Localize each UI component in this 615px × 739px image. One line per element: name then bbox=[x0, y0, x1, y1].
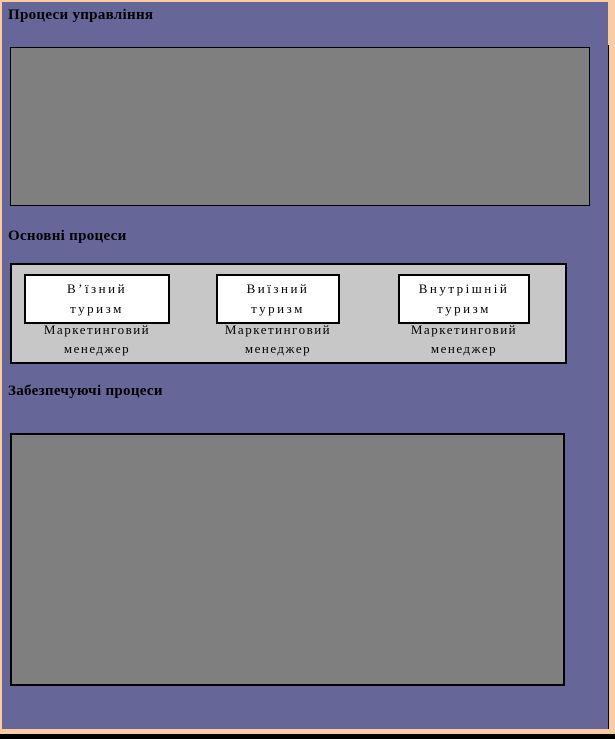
caption-line: Маркетинговий bbox=[43, 322, 151, 337]
supporting-processes-placeholder-box bbox=[10, 433, 565, 686]
section-title-main-processes: Основні процеси bbox=[8, 228, 127, 244]
caption-marketing-manager-2: Маркетинговий менеджер bbox=[216, 320, 340, 358]
card-title-line: туризм bbox=[251, 301, 305, 316]
caption-line: Маркетинговий bbox=[410, 322, 518, 337]
right-edge-line bbox=[608, 45, 609, 729]
caption-marketing-manager-3: Маркетинговий менеджер bbox=[398, 320, 530, 358]
card-outbound-tourism: Виїзний туризм bbox=[216, 274, 340, 324]
caption-line: менеджер bbox=[244, 341, 312, 356]
management-processes-placeholder-box bbox=[10, 47, 590, 206]
diagram-canvas: Процеси управління Основні процеси В’їзн… bbox=[2, 2, 608, 729]
caption-marketing-manager-1: Маркетинговий менеджер bbox=[24, 320, 170, 358]
section-title-management-processes: Процеси управління bbox=[8, 7, 154, 23]
caption-line: Маркетинговий bbox=[224, 322, 332, 337]
card-title-line: туризм bbox=[70, 301, 124, 316]
card-title-line: В’їзний bbox=[66, 281, 128, 296]
card-title-line: Виїзний bbox=[246, 281, 310, 296]
bottom-edge-bar bbox=[0, 734, 615, 739]
card-title-line: туризм bbox=[437, 301, 491, 316]
card-inbound-tourism: В’їзний туризм bbox=[24, 274, 170, 324]
card-domestic-tourism: Внутрішній туризм bbox=[398, 274, 530, 324]
card-title-line: Внутрішній bbox=[418, 281, 510, 296]
caption-line: менеджер bbox=[63, 341, 131, 356]
caption-line: менеджер bbox=[430, 341, 498, 356]
section-title-supporting-processes: Забезпечуючі процеси bbox=[8, 383, 163, 399]
